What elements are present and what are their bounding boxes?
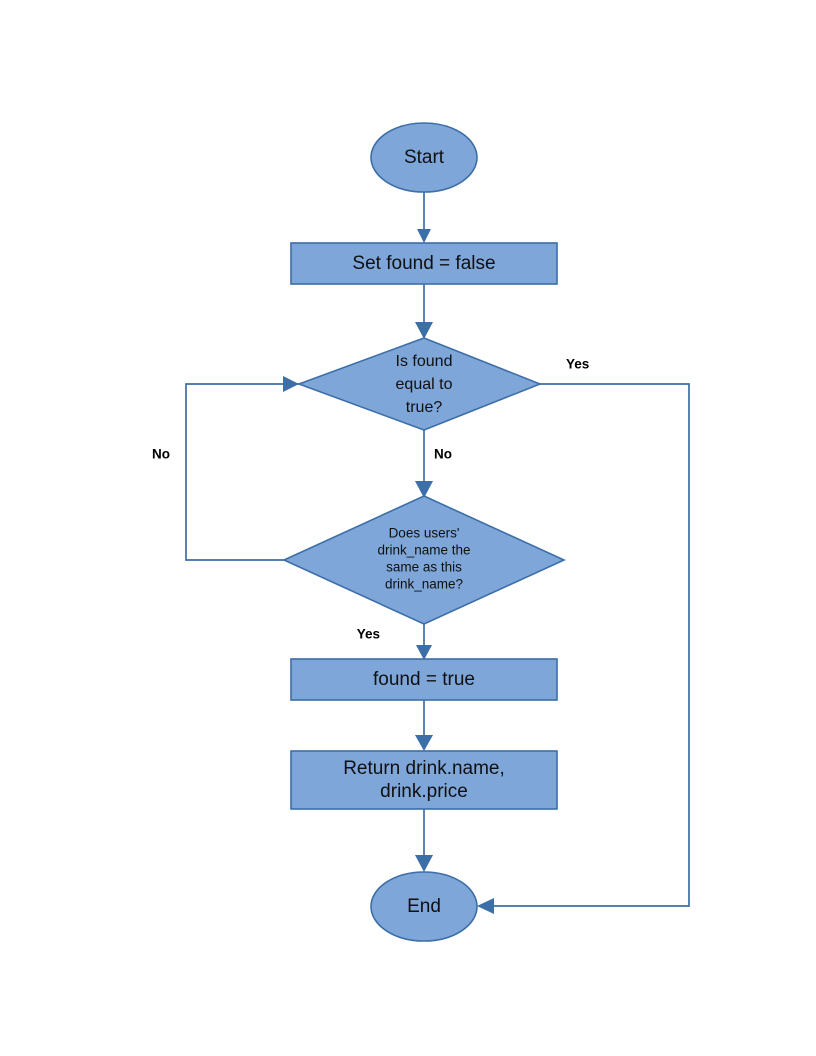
edge-is-found-true-yes-to-end: Yes [477, 357, 690, 914]
edge-line [487, 383, 690, 907]
node-set-found-false[interactable]: Set found = false [290, 242, 558, 285]
edge-label-no: No [434, 447, 452, 462]
edge-label-yes-match: Yes [357, 627, 380, 642]
node-name-match[interactable]: Does users' drink_name the same as this … [282, 495, 566, 625]
arrowhead-icon [415, 735, 433, 751]
set-found-false-box[interactable] [290, 242, 558, 285]
node-end-label: End [407, 896, 441, 917]
arrowhead-icon [415, 322, 433, 339]
node-set-found-false-label: Set found = false [352, 253, 495, 274]
node-found-true-label: found = true [373, 669, 475, 690]
edge-name-match-yes-to-found-true: Yes [357, 624, 432, 660]
arrowhead-icon [283, 376, 299, 392]
name-match-diamond[interactable] [282, 495, 566, 625]
node-start-label: Start [404, 147, 445, 168]
edge-label-yes: Yes [566, 357, 589, 372]
node-start[interactable]: Start [370, 122, 478, 193]
edge-name-match-no-loop-back: No [152, 376, 309, 561]
node-is-found-true-line-1: Is found [396, 353, 453, 370]
edge-set-found-false-to-is-found-true [415, 284, 433, 339]
arrowhead-icon [477, 898, 494, 914]
node-found-true[interactable]: found = true [290, 658, 558, 701]
edge-found-true-to-return-drink [415, 700, 433, 751]
start-ellipse[interactable] [370, 122, 478, 193]
node-return-drink-line-1: Return drink.name, [343, 758, 505, 779]
node-is-found-true[interactable]: Is found equal to true? [296, 337, 543, 431]
edge-line [185, 383, 309, 561]
node-is-found-true-line-3: true? [406, 399, 443, 416]
arrowhead-icon [417, 229, 431, 243]
edge-start-to-set-found-false [417, 192, 431, 243]
arrowhead-icon [415, 481, 433, 498]
node-name-match-line-3: same as this [386, 560, 462, 575]
node-name-match-line-2: drink_name the [377, 543, 470, 558]
end-ellipse[interactable] [370, 871, 478, 942]
return-drink-box[interactable] [290, 750, 558, 810]
node-name-match-line-4: drink_name? [385, 577, 463, 592]
arrowhead-icon [415, 855, 433, 872]
edge-label-no-loop: No [152, 447, 170, 462]
is-found-true-diamond[interactable] [296, 337, 543, 431]
arrowhead-icon [416, 645, 432, 660]
node-return-drink[interactable]: Return drink.name, drink.price [290, 750, 558, 810]
edge-return-drink-to-end [415, 809, 433, 872]
node-return-drink-line-2: drink.price [380, 781, 468, 802]
node-name-match-line-1: Does users' [389, 526, 460, 541]
edge-is-found-true-no-to-name-match: No [415, 430, 452, 498]
found-true-box[interactable] [290, 658, 558, 701]
node-is-found-true-line-2: equal to [396, 376, 453, 393]
node-end[interactable]: End [370, 871, 478, 942]
